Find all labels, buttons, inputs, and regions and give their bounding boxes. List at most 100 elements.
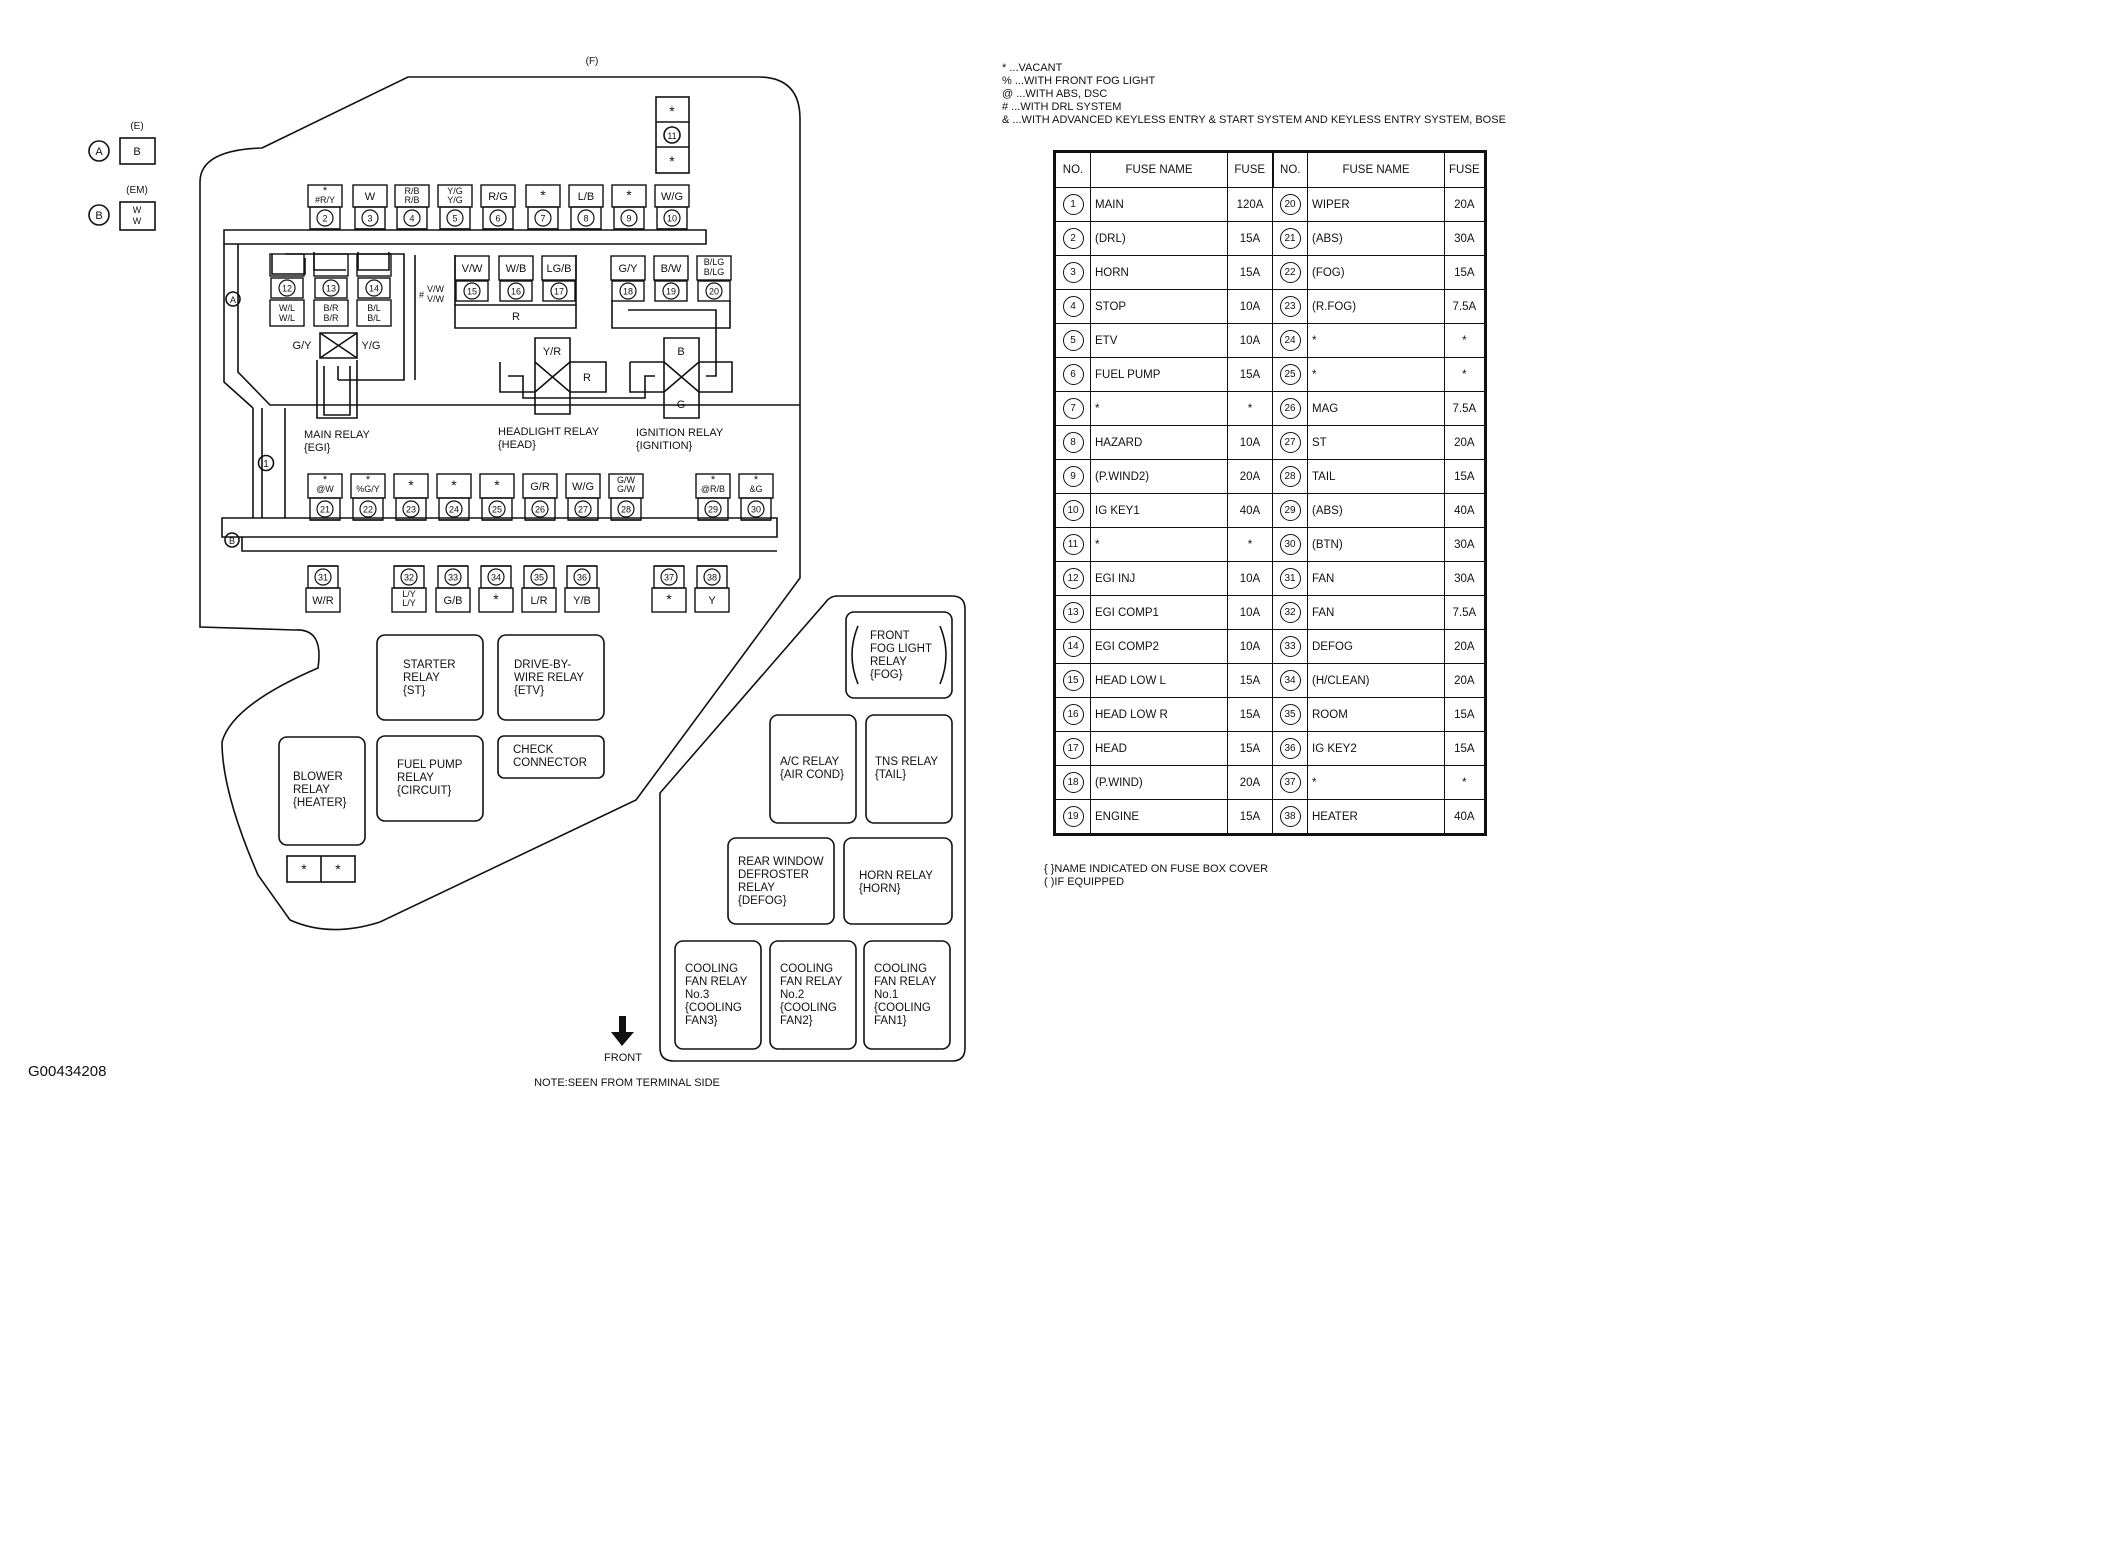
fuse-rating: *: [1227, 391, 1273, 426]
fuse-wire-color: *: [323, 185, 328, 197]
relay-wire-yr: Y/R: [543, 346, 561, 358]
fuse-25: 25*: [479, 473, 515, 521]
fuse-rating: 10A: [1227, 595, 1273, 630]
front-arrow-icon: [611, 1016, 634, 1046]
fuse-no: 26: [1272, 391, 1308, 426]
relay-front-fog: [845, 611, 953, 699]
fuse-block-diagram: (F) (E) (EM) A B B W W A B 1 * 11 * * * …: [88, 56, 966, 1089]
fuse-2: 2*#R/Y: [307, 184, 343, 230]
col-no-2: NO.: [1271, 151, 1308, 188]
fuse-21: 21*@W: [307, 473, 343, 521]
fuse-name: *: [1090, 527, 1228, 562]
legend-item: @ ...WITH ABS, DSC: [1002, 88, 1108, 100]
fuse-wire-color: *: [540, 187, 546, 203]
fuse-name: HORN: [1090, 255, 1228, 290]
fuse-11-num: 11: [667, 131, 676, 141]
fuse-wire-color: W/B: [506, 263, 527, 275]
col-fuse-name: FUSE NAME: [1090, 151, 1228, 188]
fuse-wire-color: B/R: [323, 303, 339, 313]
fuse-rating: 40A: [1444, 493, 1486, 528]
fuse-name: *: [1307, 357, 1445, 392]
fuse-no: 20: [1272, 187, 1308, 222]
col-no: NO.: [1054, 151, 1091, 188]
fuse-name: HEAD LOW L: [1090, 663, 1228, 698]
fuse-number: 37: [664, 573, 674, 583]
fuse-no: 22: [1272, 255, 1308, 290]
fuse-13: 13B/RB/R: [313, 253, 349, 327]
fuse-no: 4: [1054, 289, 1091, 324]
fuse-wire-color: #R/Y: [315, 195, 335, 205]
fuse-number: 24: [449, 505, 459, 515]
relay-label-line: RELAY: [870, 656, 907, 668]
fuse-number: 34: [491, 573, 501, 583]
fuse-wire-color: W/G: [661, 191, 683, 203]
fuse-no: 14: [1054, 629, 1091, 664]
connector-b-wire-2: W: [133, 216, 142, 226]
relay-blower: [278, 736, 366, 846]
connector-a-wire: B: [133, 146, 140, 158]
fuse-wire-color: G/Y: [619, 263, 639, 275]
relay-label-line: {HORN}: [859, 883, 901, 895]
fuse-name: *: [1307, 323, 1445, 358]
fuse-rating: 10A: [1227, 425, 1273, 460]
relay-rear-window: [727, 837, 835, 925]
fuse-name: EGI COMP1: [1090, 595, 1228, 630]
fuse-wire-color: *: [366, 474, 371, 486]
fuse-wire-color: W/L: [279, 303, 295, 313]
fuse-3: 3W: [352, 184, 388, 230]
fuse-wire-color: B/LG: [704, 257, 725, 267]
relay-label-line: {AIR COND}: [780, 769, 844, 781]
fuse-rating: 20A: [1444, 663, 1486, 698]
fuse-no: 32: [1272, 595, 1308, 630]
fuse-rating: 40A: [1444, 799, 1486, 835]
fuse-rating: 10A: [1227, 323, 1273, 358]
fuse-number: 30: [751, 505, 761, 515]
fuse-wire-color: B/L: [367, 313, 381, 323]
fuse-no: 28: [1272, 459, 1308, 494]
relay-label-line: FAN RELAY: [685, 976, 748, 988]
fuse-8: 8L/B: [568, 184, 604, 230]
main-relay-label: MAIN RELAY: [304, 429, 370, 441]
table-header-row: NO. FUSE NAME FUSE NO. FUSE NAME FUSE: [1054, 151, 1486, 188]
fuse-name: *: [1307, 765, 1445, 800]
fuse-number: 18: [623, 287, 633, 297]
fuse-number: 35: [534, 573, 544, 583]
relay-label-line: FAN RELAY: [874, 976, 937, 988]
connector-a-id: A: [95, 146, 103, 158]
fuse-36: 36Y/B: [564, 565, 600, 613]
fuse-no: 11: [1054, 527, 1091, 562]
fuse-no: 34: [1272, 663, 1308, 698]
fuse-no: 6: [1054, 357, 1091, 392]
fuse-number: 14: [369, 284, 379, 294]
fuse-number: 20: [709, 287, 719, 297]
relay-label-line: COOLING: [874, 963, 927, 975]
relay-cooling-1: [863, 940, 951, 1050]
fuse-number: 22: [363, 505, 373, 515]
fuse-no: 36: [1272, 731, 1308, 766]
fuse-name: STOP: [1090, 289, 1228, 324]
fuse-name: FUEL PUMP: [1090, 357, 1228, 392]
fuse-name: (H/CLEAN): [1307, 663, 1445, 698]
fuse-rating: 10A: [1227, 629, 1273, 664]
fuse-name: EGI COMP2: [1090, 629, 1228, 664]
bus-a: [223, 229, 707, 245]
relay-label-line: DEFROSTER: [738, 869, 809, 881]
fuse-name: (P.WIND): [1090, 765, 1228, 800]
legend-item: # ...WITH DRL SYSTEM: [1002, 101, 1122, 113]
fuse-number: 13: [326, 284, 336, 294]
relay-label-line: {FOG}: [870, 669, 903, 681]
note-line: ( )IF EQUIPPED: [1044, 876, 1125, 888]
fuse-no: 1: [1054, 187, 1091, 222]
label-e: (E): [130, 121, 143, 132]
fuse-no: 27: [1272, 425, 1308, 460]
fuse-no: 13: [1054, 595, 1091, 630]
fuse-rating: 7.5A: [1444, 391, 1486, 426]
fuse-no: 18: [1054, 765, 1091, 800]
relay-label-line: FUEL PUMP: [397, 759, 463, 771]
fuse-28: 28G/WG/W: [608, 473, 644, 521]
fuse-rating: 15A: [1227, 731, 1273, 766]
connector-b-id: B: [95, 210, 102, 222]
